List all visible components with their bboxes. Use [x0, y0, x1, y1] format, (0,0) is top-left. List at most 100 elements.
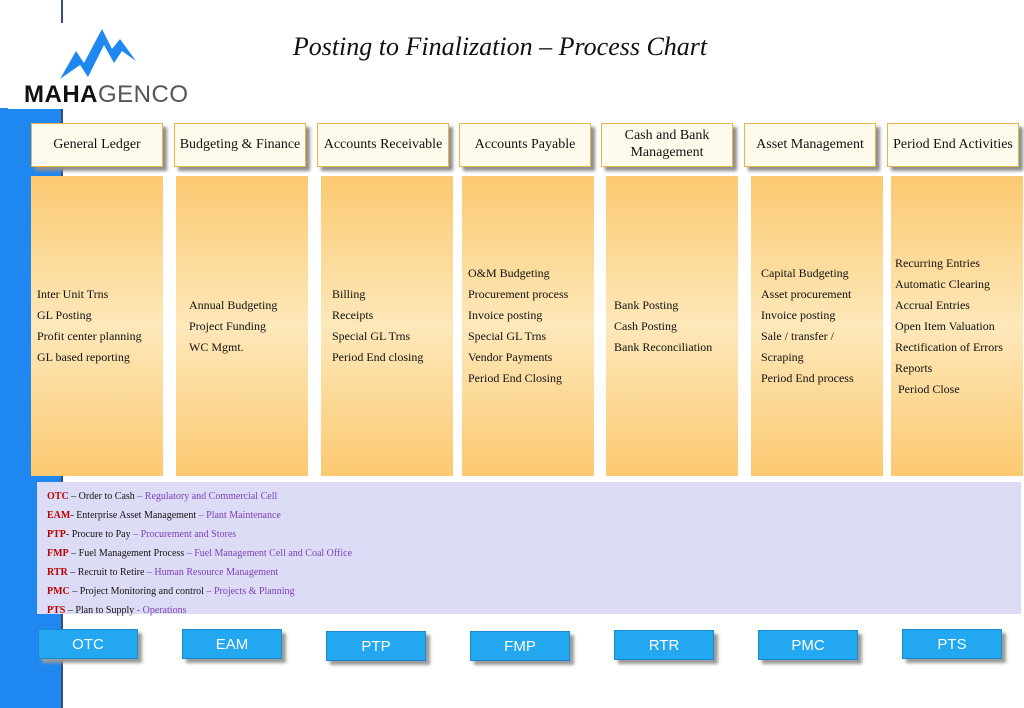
legend-row-fmp: FMP – Fuel Management Process – Fuel Man… — [47, 544, 1021, 563]
process-item: WC Mgmt. — [189, 339, 244, 354]
process-item: Period Close — [895, 381, 960, 396]
column-asset-management: Capital Budgeting Asset procurement Invo… — [751, 176, 883, 476]
process-item: Bank Reconciliation — [614, 339, 713, 354]
process-item: Bank Posting — [614, 297, 679, 312]
logo-text-maha: MAHA — [24, 81, 98, 108]
process-item: Capital Budgeting — [761, 266, 849, 280]
fmp-button[interactable]: FMP — [470, 631, 570, 661]
process-item: Billing — [332, 287, 366, 301]
legend-row-ptp: PTP- Procure to Pay – Procurement and St… — [47, 525, 1021, 544]
header-asset-management: Asset Management — [744, 123, 876, 167]
process-item: Accrual Entries — [895, 297, 970, 312]
pts-button[interactable]: PTS — [902, 629, 1002, 659]
process-item: Profit center planning — [37, 329, 142, 343]
legend-row-pts: PTS – Plan to Supply - Operations — [47, 601, 1021, 620]
process-item: Open Item Valuation — [895, 318, 995, 333]
page-title: Posting to Finalization – Process Chart — [292, 32, 708, 61]
legend-department: Human Resource Management — [154, 567, 279, 578]
legend-separator: – — [134, 491, 145, 502]
process-item: Period End closing — [332, 350, 424, 364]
process-item: Automatic Clearing — [895, 276, 990, 291]
legend-description: Project Monitoring and control — [79, 586, 204, 597]
process-item: Annual Budgeting — [189, 297, 278, 312]
process-item: Special GL Trns — [468, 329, 547, 343]
legend-description: Enterprise Asset Management — [76, 510, 197, 521]
process-item: Special GL Trns — [332, 329, 411, 343]
process-item: Vendor Payments — [468, 350, 553, 364]
legend-code: EAM — [47, 510, 71, 521]
pmc-button[interactable]: PMC — [758, 630, 858, 660]
otc-button[interactable]: OTC — [38, 629, 138, 659]
legend-department: Projects & Planning — [213, 586, 295, 597]
process-item: Period End Closing — [468, 371, 563, 385]
legend-department: Regulatory and Commercial Cell — [144, 491, 278, 502]
header-period-end-activities: Period End Activities — [887, 123, 1019, 167]
logo-wordmark: MAHAGENCO — [24, 81, 189, 109]
legend-separator: – — [68, 548, 79, 559]
column-budgeting-finance: Annual Budgeting Project Funding WC Mgmt… — [176, 176, 308, 476]
legend-separator: – — [65, 605, 76, 616]
process-item: Receipts — [332, 308, 374, 322]
process-item: Invoice posting — [468, 308, 543, 322]
legend-separator: – — [184, 548, 195, 559]
eam-button[interactable]: EAM — [182, 629, 282, 659]
process-item: Invoice posting — [761, 308, 836, 322]
logo-text-genco: GENCO — [98, 81, 189, 108]
legend-row-eam: EAM- Enterprise Asset Management – Plant… — [47, 506, 1021, 525]
legend-separator: – — [196, 510, 207, 521]
legend-description: Recruit to Retire — [77, 567, 145, 578]
column-accounts-receivable: Billing Receipts Special GL Trns Period … — [321, 176, 453, 476]
process-item: GL Posting — [37, 308, 92, 322]
company-logo: MAHAGENCO — [8, 23, 193, 109]
rtr-button[interactable]: RTR — [614, 630, 714, 660]
legend-description: Order to Cash — [78, 491, 135, 502]
ptp-button[interactable]: PTP — [326, 631, 426, 661]
legend-separator: – — [144, 567, 155, 578]
legend-separator: – — [67, 567, 78, 578]
process-item: Cash Posting — [614, 318, 678, 333]
legend-row-otc: OTC – Order to Cash – Regulatory and Com… — [47, 487, 1021, 506]
legend-separator: - — [70, 510, 77, 521]
process-item: GL based reporting — [37, 350, 130, 364]
legend-code: PTS — [47, 605, 66, 616]
header-budgeting-finance: Budgeting & Finance — [174, 123, 306, 167]
legend-separator: – — [130, 529, 141, 540]
column-accounts-payable: O&M Budgeting Procurement process Invoic… — [462, 176, 594, 476]
legend-code: PTP — [47, 529, 66, 540]
legend-department: Fuel Management Cell and Coal Office — [194, 548, 353, 559]
legend-description: Procure to Pay — [71, 529, 131, 540]
legend-description: Fuel Management Process — [78, 548, 185, 559]
mountain-logo-icon — [60, 29, 136, 79]
header-cash-bank-management: Cash and Bank Management — [601, 123, 733, 167]
legend-separator: - — [134, 605, 143, 616]
process-item: Scraping — [761, 350, 804, 364]
column-cash-bank-management: Bank Posting Cash Posting Bank Reconcili… — [606, 176, 738, 476]
legend-row-rtr: RTR – Recruit to Retire – Human Resource… — [47, 563, 1021, 582]
legend-department: Plant Maintenance — [206, 510, 281, 521]
legend-code: FMP — [47, 548, 69, 559]
process-item: Inter Unit Trns — [37, 287, 109, 301]
legend-department: Operations — [142, 605, 187, 616]
legend-department: Procurement and Stores — [140, 529, 237, 540]
legend-code: OTC — [47, 491, 69, 502]
process-item: Recurring Entries — [895, 255, 980, 270]
legend-separator: – — [69, 586, 80, 597]
header-accounts-receivable: Accounts Receivable — [317, 123, 449, 167]
process-item: Rectification of Errors — [895, 339, 1003, 354]
legend-separator: – — [68, 491, 79, 502]
process-item: O&M Budgeting — [468, 266, 550, 280]
process-item: Reports — [895, 360, 933, 375]
header-general-ledger: General Ledger — [31, 123, 163, 167]
legend-code: PMC — [47, 586, 70, 597]
legend-code: RTR — [47, 567, 68, 578]
process-item: Project Funding — [189, 318, 266, 333]
column-general-ledger: Inter Unit Trns GL Posting Profit center… — [31, 176, 163, 476]
legend-separator: – — [203, 586, 214, 597]
column-period-end-activities: Recurring Entries Automatic Clearing Acc… — [891, 176, 1023, 476]
header-accounts-payable: Accounts Payable — [459, 123, 591, 167]
abbreviation-legend: OTC – Order to Cash – Regulatory and Com… — [37, 482, 1021, 616]
process-item: Sale / transfer / — [761, 329, 834, 343]
legend-row-pmc: PMC – Project Monitoring and control – P… — [47, 582, 1021, 601]
legend-separator: - — [65, 529, 72, 540]
process-item: Asset procurement — [761, 287, 852, 301]
